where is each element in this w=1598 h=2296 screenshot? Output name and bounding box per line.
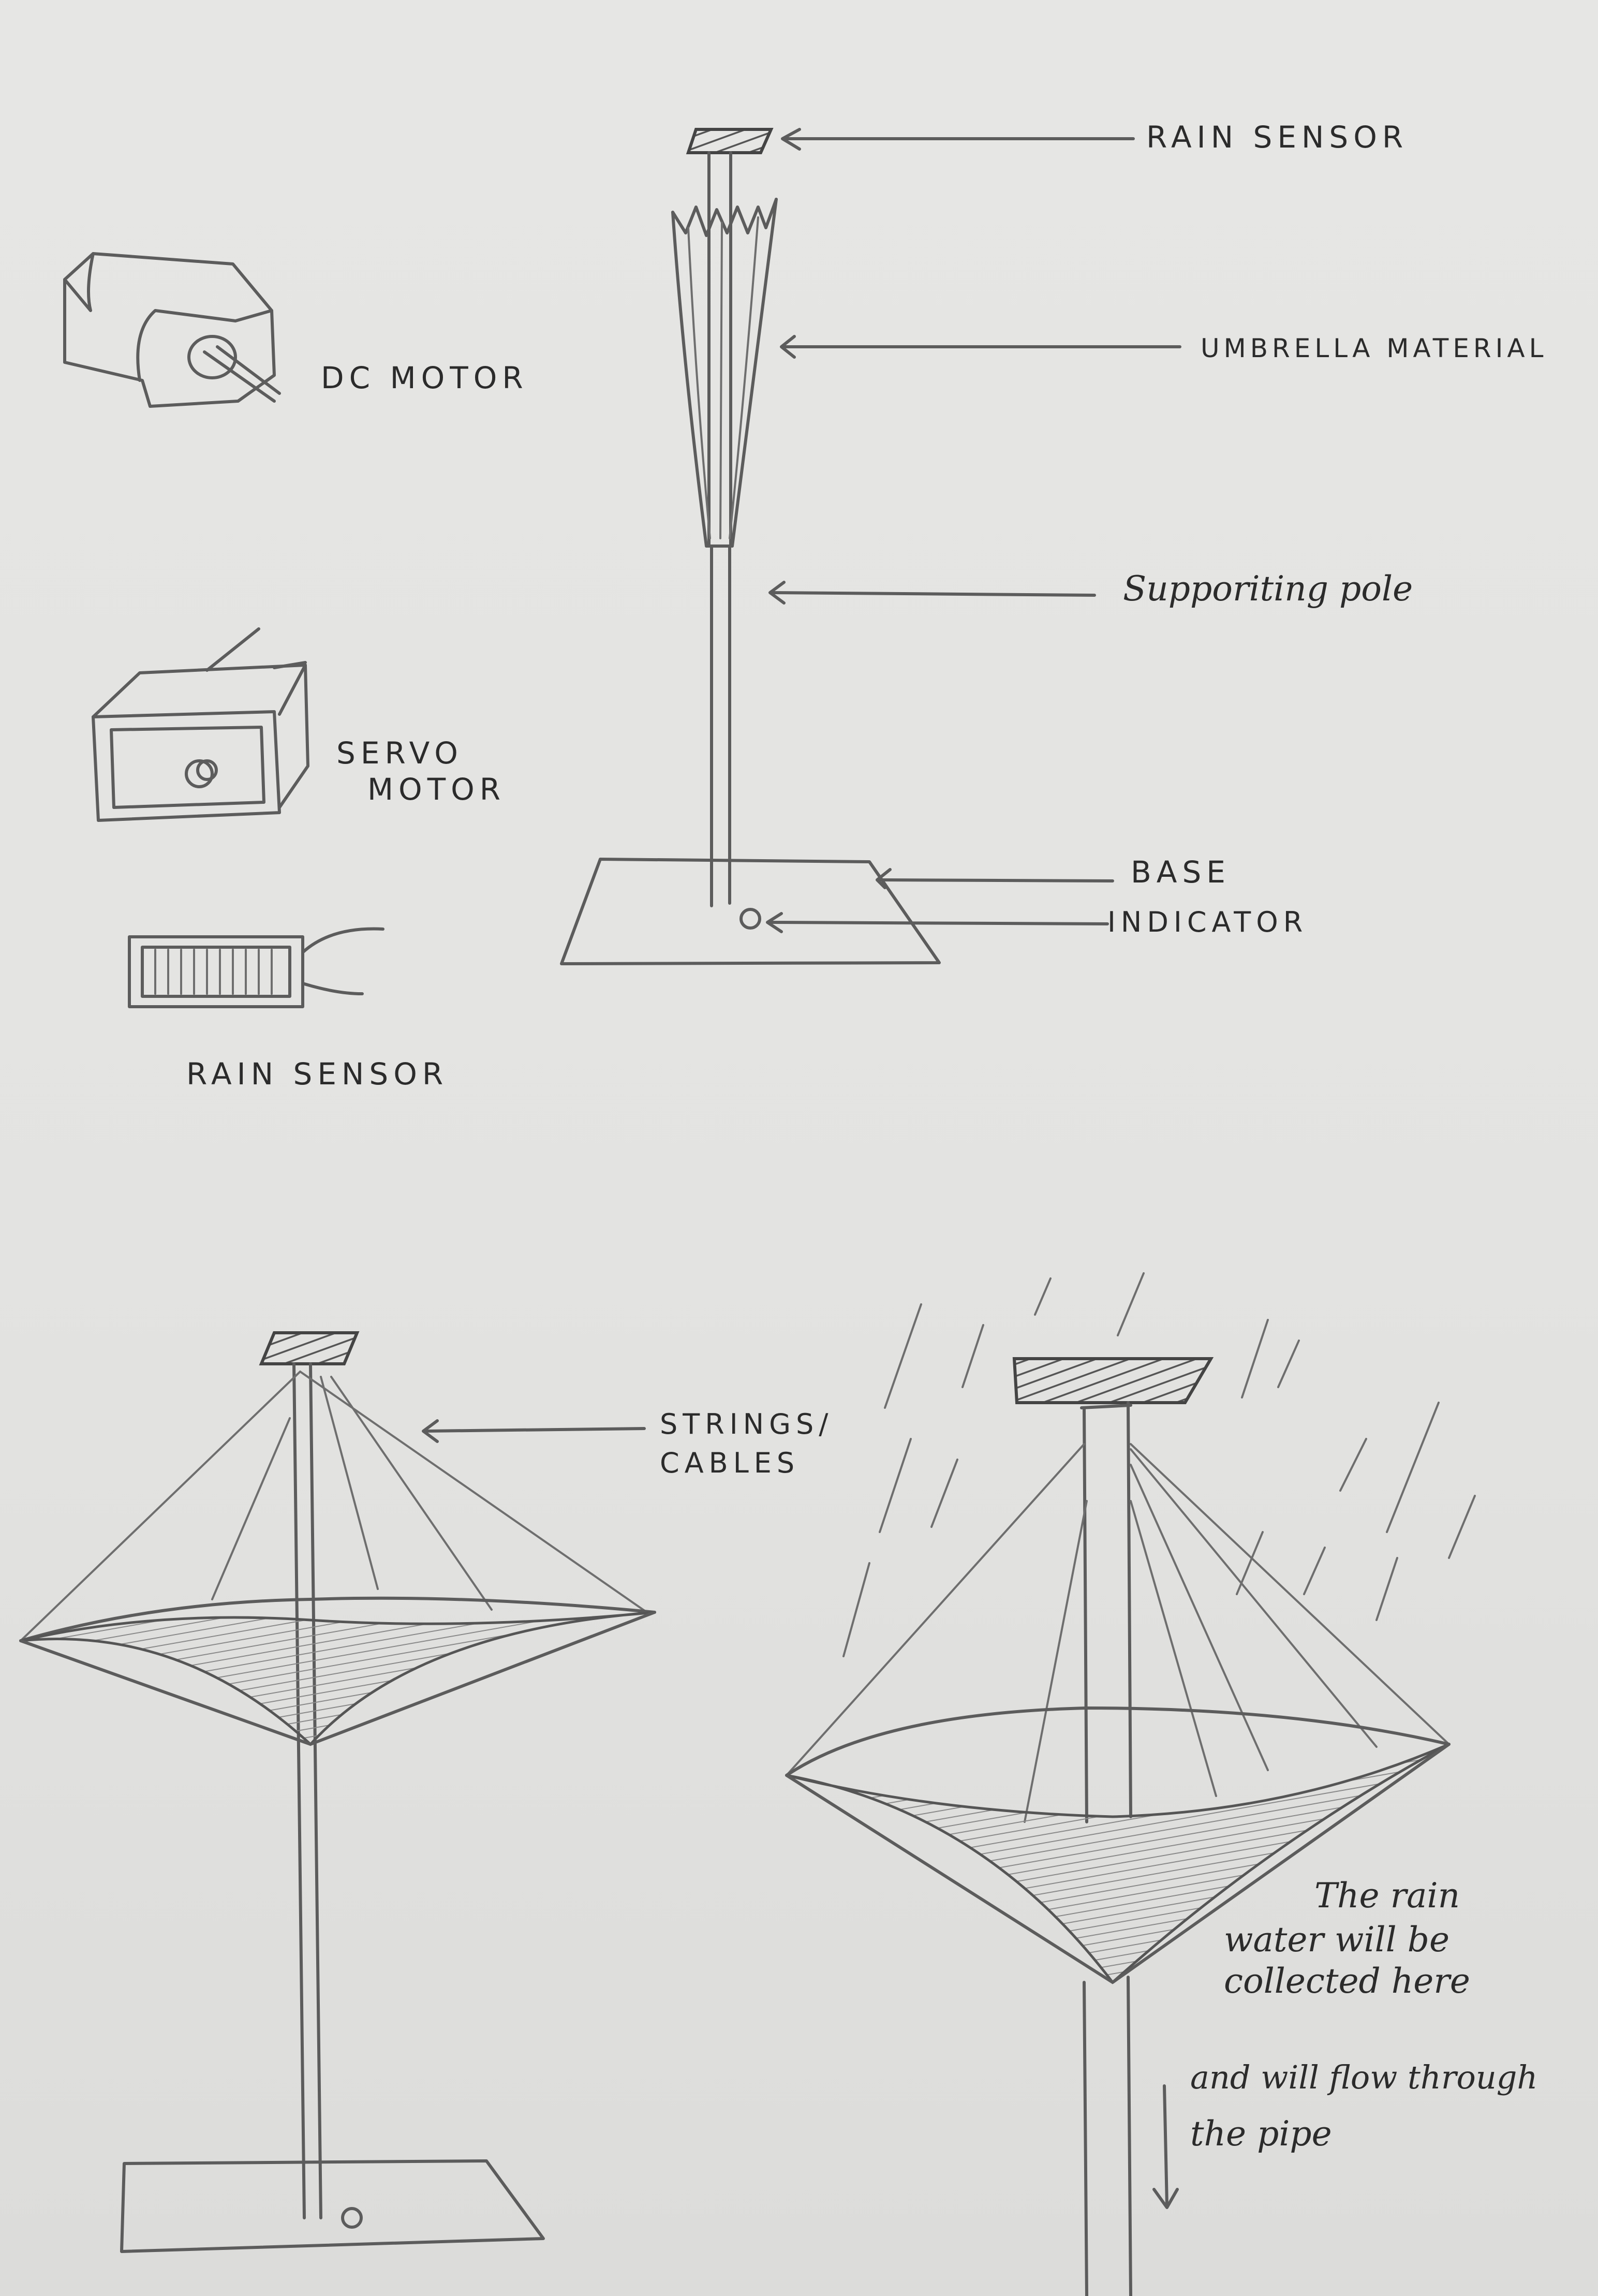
- annotation-arrows-top: [767, 129, 1180, 932]
- rain-sensor-label-top: RAIN SENSOR: [1146, 120, 1408, 155]
- indicator-light: [741, 909, 760, 928]
- right-rain-sensor-plate: [1014, 1359, 1211, 1403]
- dc-motor-label: DC MOTOR: [321, 360, 528, 395]
- collect-note-line1: The rain: [1314, 1876, 1460, 1916]
- rain-collection-assembly: [787, 1273, 1475, 2296]
- strings-cables-arrow: [423, 1421, 644, 1441]
- supporting-pole-label: Supporiting pole: [1123, 569, 1413, 609]
- servo-motor-label-line1: SERVO: [336, 735, 463, 771]
- indicator-label: INDICATOR: [1107, 906, 1308, 938]
- umbrella-material-label: UMBRELLA MATERIAL: [1201, 333, 1547, 363]
- left-rain-sensor-plate: [261, 1333, 357, 1364]
- rain-sensor-component-drawing: [129, 929, 383, 1007]
- collect-note-line2: water will be: [1224, 1920, 1449, 1960]
- strings-cables-label-line1: STRINGS/: [660, 1408, 833, 1440]
- flow-note-line2: the pipe: [1190, 2114, 1332, 2154]
- base-label: BASE: [1131, 855, 1231, 890]
- dc-motor-drawing: [65, 254, 279, 406]
- strings-cables-label-line2: CABLES: [660, 1447, 800, 1479]
- collect-note-line3: collected here: [1224, 1961, 1470, 2001]
- rain-sensor-component-label: RAIN SENSOR: [186, 1056, 448, 1092]
- open-umbrella-assembly: [21, 1333, 655, 2251]
- servo-motor-drawing: [93, 629, 308, 820]
- top-rain-sensor-plate: [688, 129, 771, 153]
- servo-motor-label-line2: MOTOR: [367, 772, 506, 807]
- flow-note-line1: and will flow through: [1190, 2058, 1537, 2096]
- closed-umbrella-assembly: [561, 129, 939, 964]
